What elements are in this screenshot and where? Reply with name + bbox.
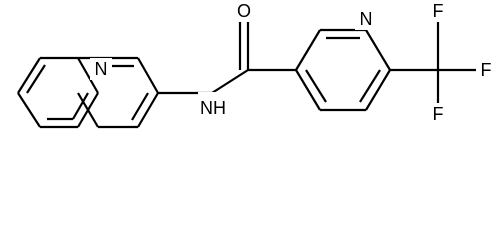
bond [77, 57, 99, 94]
bond [72, 92, 89, 120]
bond [295, 69, 321, 111]
bond [359, 69, 381, 103]
atom-n-quinoline: N [95, 59, 108, 79]
atom-background [355, 8, 377, 30]
bond [137, 92, 159, 128]
bond [211, 69, 249, 94]
bond [17, 57, 41, 94]
bond [26, 64, 46, 94]
bond [131, 92, 149, 121]
bond [77, 92, 99, 128]
atom-o-carbonyl: O [237, 1, 251, 21]
molecule-diagram: N NH O N F F F [17, 0, 496, 129]
atom-background [90, 58, 112, 80]
atom-background [428, 103, 448, 125]
atom-background [428, 0, 448, 22]
atom-background [198, 92, 228, 126]
structure-drawing: N NH O N F F F [17, 0, 496, 129]
atom-n-pyridine: N [360, 9, 373, 29]
bond [17, 92, 41, 128]
bonds [17, 18, 484, 129]
bond [365, 29, 391, 71]
bond [295, 29, 321, 71]
atom-f-right: F [481, 60, 492, 80]
atom-labels: N NH O N F F F [90, 0, 496, 126]
atom-nh: NH [200, 98, 226, 118]
atom-background [476, 59, 496, 81]
bond [365, 69, 391, 111]
atom-f-top: F [433, 1, 444, 21]
bond [305, 69, 327, 103]
bond [137, 57, 159, 94]
atom-background [233, 0, 255, 22]
atom-f-bottom: F [433, 104, 444, 124]
